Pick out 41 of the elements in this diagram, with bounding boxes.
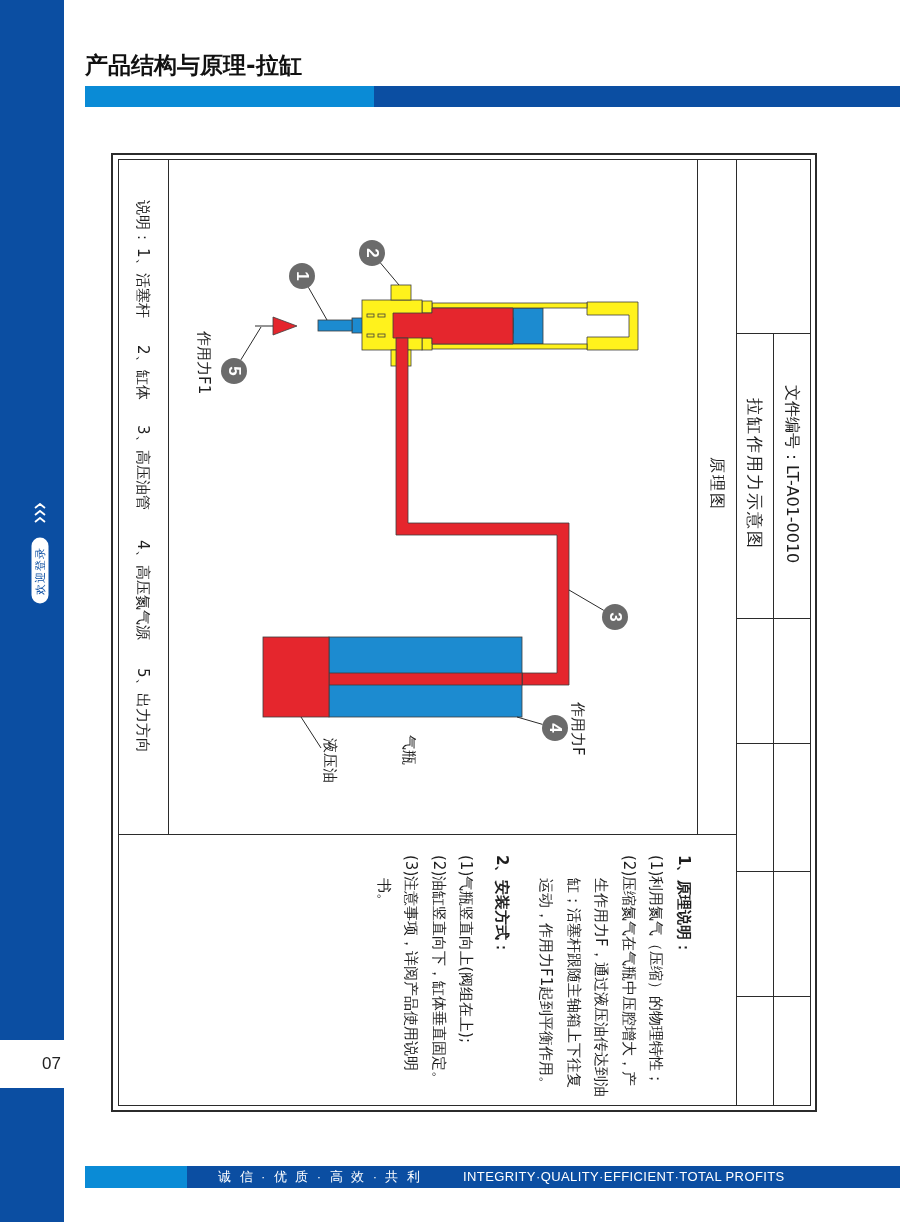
- parts-list-item: 1、活塞杆: [133, 248, 153, 318]
- oil-pipe: [395, 337, 570, 686]
- callout-number: 3: [602, 604, 628, 630]
- leader-line: [379, 262, 400, 286]
- note-text: (2)油缸竖直向下，缸体垂直固定。: [429, 855, 449, 1089]
- parts-list-item: 5、出力方向: [133, 668, 153, 753]
- leader-line: [568, 589, 605, 611]
- document-number: 文件编号：LT-A01-0010: [782, 385, 803, 564]
- note-text: (3)注意事项，详阅产品使用说明书。: [374, 855, 422, 1074]
- note-text: (2)压缩氮气在气瓶中压腔增大，产生作用力F，通过液压油传达到油缸；活塞杆跟随主轴箱上下往复运动，作用力F1起到平衡作用。: [536, 855, 639, 1098]
- cylinder-body: [361, 284, 639, 367]
- leader-line: [240, 326, 262, 361]
- force-label: 作用力F: [569, 702, 587, 756]
- gas-bottle: [328, 636, 523, 718]
- oil-chamber: [262, 636, 330, 718]
- drawing-title: 拉缸作用力示意图: [745, 398, 765, 550]
- force-label: 作用力F1: [195, 331, 213, 395]
- part-label: 液压油: [321, 738, 339, 786]
- leader-line: [516, 716, 543, 725]
- section-title: 原理图: [707, 457, 727, 511]
- part-label: 气瓶: [400, 735, 418, 765]
- force-arrow: [254, 316, 298, 336]
- note-heading: 1、原理说明：: [674, 855, 694, 958]
- page-number: 07: [42, 1054, 61, 1074]
- parts-list-heading: 说明：: [133, 200, 153, 245]
- parts-list-item: 3、高压油管: [133, 425, 153, 510]
- parts-list-item: 2、缸体: [133, 345, 153, 400]
- parts-list-item: 4、高压氮气源: [133, 540, 153, 640]
- welcome-tag: 欢迎登录: [31, 537, 49, 604]
- footer-slogan: 诚信·优质·高效·共利: [218, 1169, 429, 1185]
- footer-slogan: INTEGRITY·QUALITY·EFFICIENT·TOTAL PROFITS: [463, 1169, 785, 1185]
- leader-line: [307, 286, 328, 321]
- callout-number: 1: [289, 263, 315, 289]
- callout-number: 2: [359, 240, 385, 266]
- callout-number: 5: [221, 358, 247, 384]
- callout-number: 4: [542, 715, 568, 741]
- note-text: (1)气瓶竖直向上(阀组在上);: [456, 855, 477, 1045]
- note-text: (1)利用氮气（压缩）的物理特性；: [646, 855, 667, 1089]
- leader-line: [300, 716, 322, 749]
- note-heading: 2、安装方式：: [492, 855, 512, 958]
- page-title: 产品结构与原理-拉缸: [85, 51, 302, 80]
